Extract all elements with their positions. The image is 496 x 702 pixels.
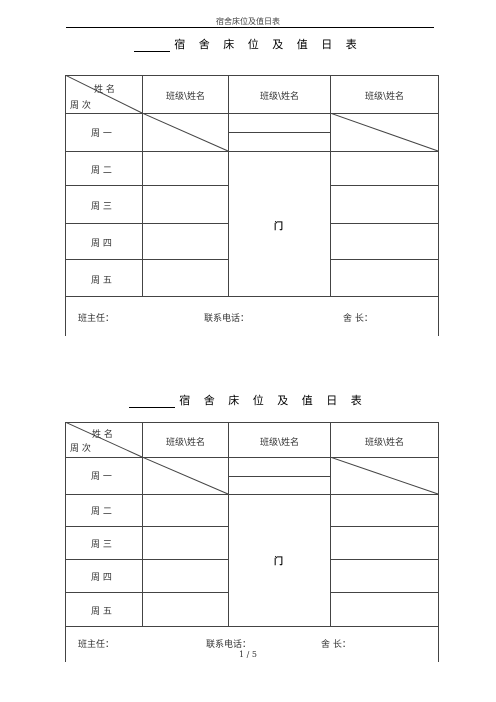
corner-name-label: 姓 名 xyxy=(92,430,113,440)
corner-week-label: 周 次 xyxy=(70,101,91,111)
leader-label: 舍 长： xyxy=(321,640,351,650)
col-header: 班级\姓名 xyxy=(165,438,206,448)
day-label: 周 三 xyxy=(91,202,112,212)
page-number: 1 / 5 xyxy=(239,650,257,659)
day-label: 周 一 xyxy=(91,129,112,139)
day-label: 周 五 xyxy=(91,607,112,617)
dorm-number-blank[interactable] xyxy=(129,397,176,408)
phone-label: 联系电话： xyxy=(206,640,252,650)
page-header: 宿舍床位及值日表 xyxy=(216,17,280,26)
phone-label: 联系电话： xyxy=(204,314,250,324)
corner-week-label: 周 次 xyxy=(70,444,91,454)
header-rule xyxy=(66,27,434,28)
day-label: 周 一 xyxy=(91,472,112,482)
door-label: 门 xyxy=(274,557,284,567)
leader-label: 舍 长： xyxy=(343,314,373,324)
col-header: 班级\姓名 xyxy=(364,438,405,448)
empty-cell-diagonal xyxy=(330,457,439,495)
day-label: 周 三 xyxy=(91,540,112,550)
teacher-label: 班主任： xyxy=(78,640,115,650)
empty-cell-diagonal xyxy=(330,113,439,152)
teacher-label: 班主任： xyxy=(78,314,115,324)
dorm-number-blank[interactable] xyxy=(134,41,171,52)
col-header: 班级\姓名 xyxy=(165,92,206,102)
corner-diagonal xyxy=(65,75,143,114)
empty-cell-diagonal xyxy=(142,113,229,152)
col-header: 班级\姓名 xyxy=(259,438,300,448)
day-label: 周 四 xyxy=(91,573,112,583)
day-label: 周 五 xyxy=(91,276,112,286)
day-label: 周 二 xyxy=(91,507,112,517)
empty-cell-diagonal xyxy=(142,457,229,495)
door-label: 门 xyxy=(274,222,284,232)
day-label: 周 四 xyxy=(91,239,112,249)
form-title-1: 宿 舍 床 位 及 值 日 表 xyxy=(0,36,496,52)
form-title-2: 宿 舍 床 位 及 值 日 表 xyxy=(0,392,496,408)
col-header: 班级\姓名 xyxy=(259,92,300,102)
day-label: 周 二 xyxy=(91,166,112,176)
corner-name-label: 姓 名 xyxy=(94,85,115,95)
corner-diagonal xyxy=(65,422,143,458)
col-header: 班级\姓名 xyxy=(364,92,405,102)
